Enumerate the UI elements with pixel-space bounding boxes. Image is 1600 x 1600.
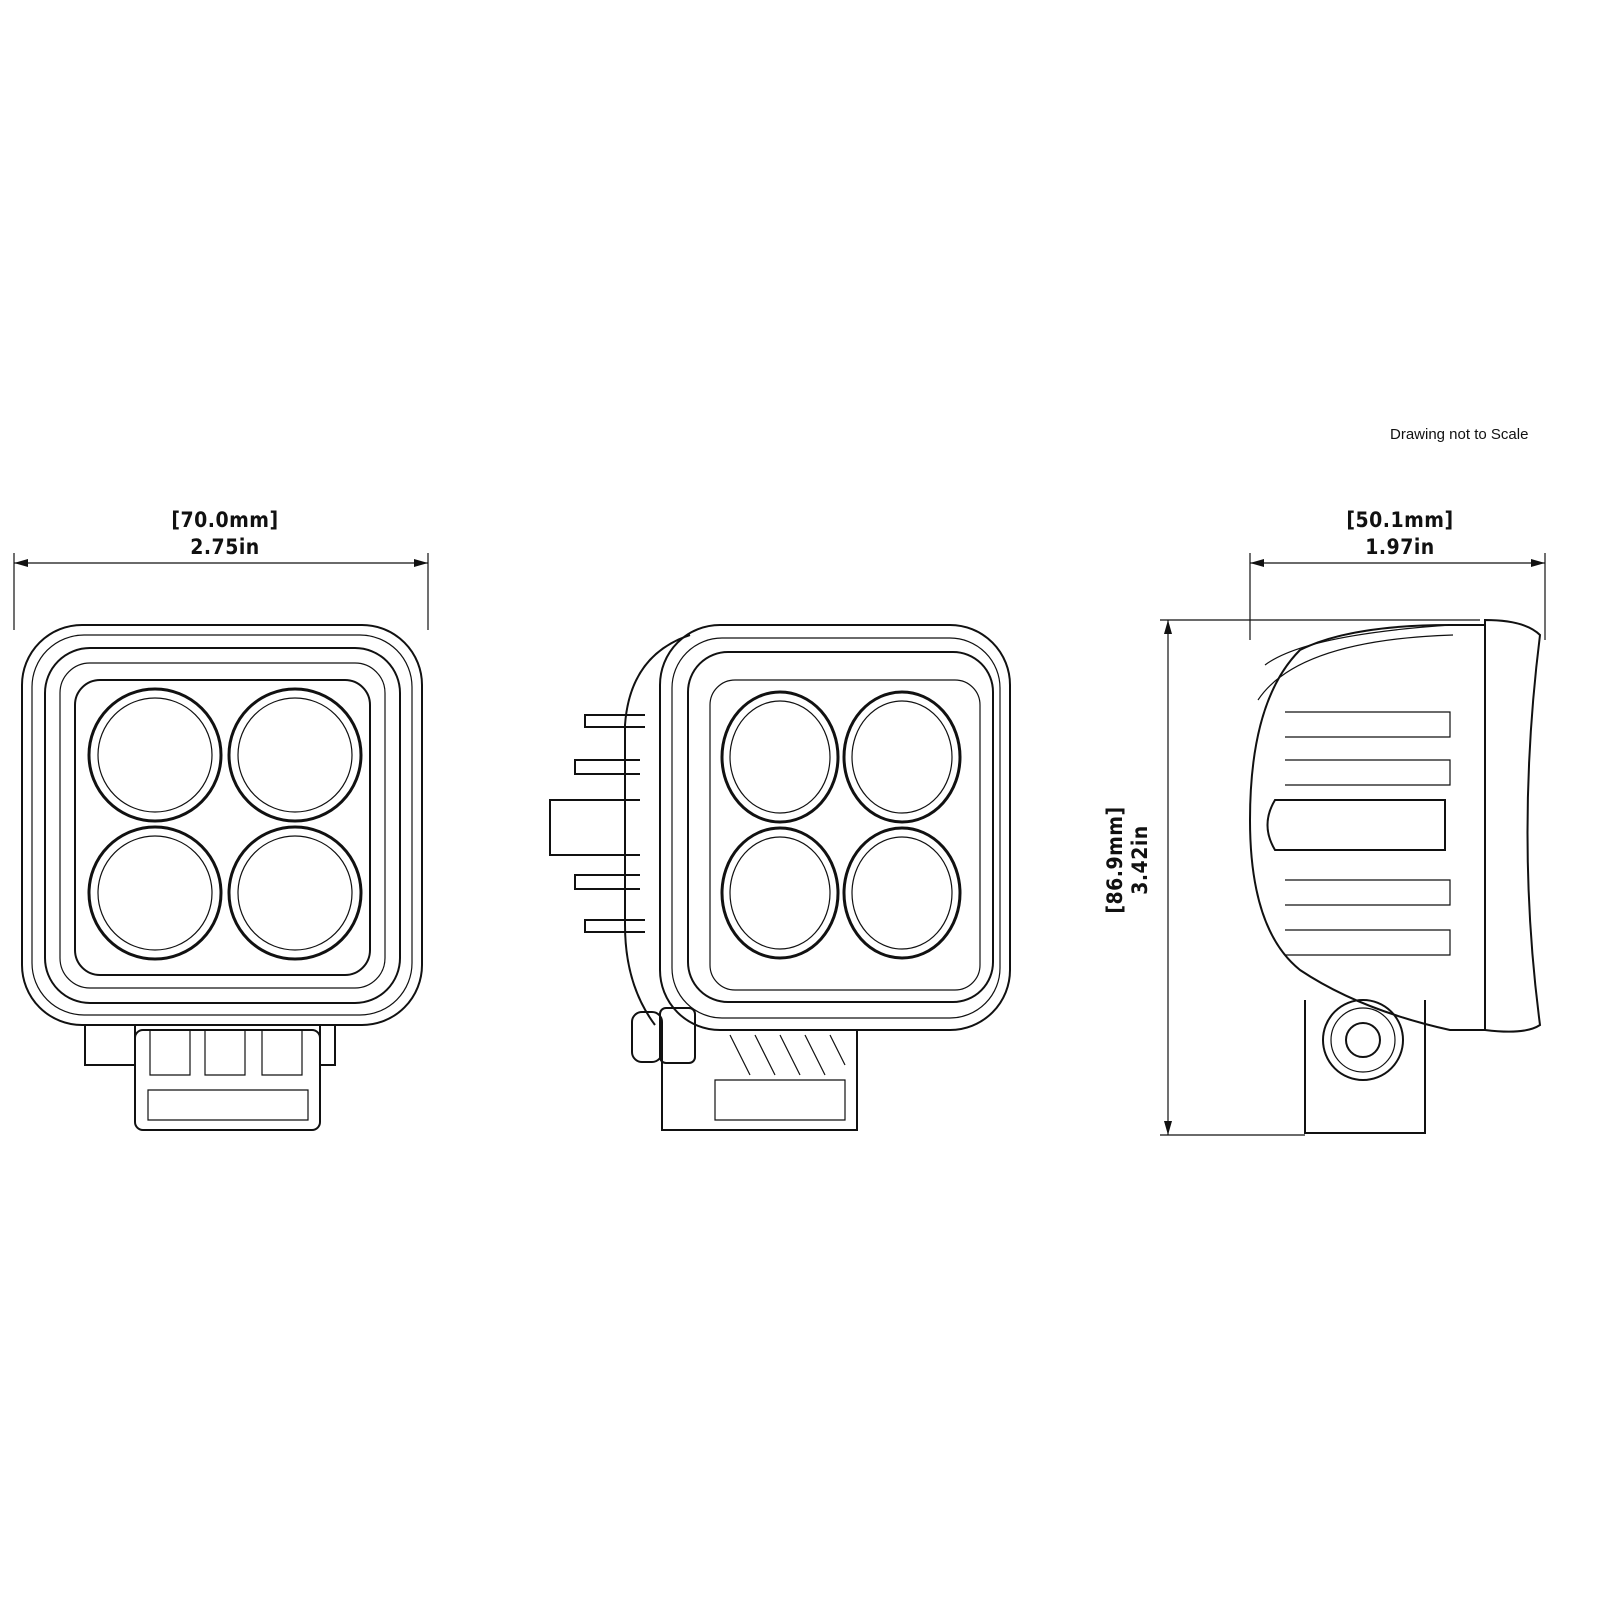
led-lens (87, 687, 363, 961)
heatsink-fins (549, 634, 691, 1026)
heatsink-fins (1266, 711, 1451, 956)
mount-bracket (631, 1007, 858, 1131)
width-dimension-line (13, 553, 429, 630)
front-view (21, 624, 423, 1131)
height-label: [86.9mm] 3.42in (1103, 806, 1153, 913)
led-lens (720, 690, 962, 960)
scale-note: Drawing not to Scale (1390, 426, 1529, 443)
height-in-label: 3.42in (1128, 825, 1152, 895)
width-in-label: 2.75in (190, 535, 260, 559)
depth-dimension-line (1249, 553, 1546, 640)
side-view (1248, 618, 1542, 1134)
depth-mm-label: [50.1mm] (1346, 508, 1454, 532)
mount-bracket (84, 1025, 336, 1131)
depth-in-label: 1.97in (1365, 535, 1435, 559)
width-mm-label: [70.0mm] (171, 508, 279, 532)
height-mm-label: [86.9mm] (1103, 806, 1127, 914)
angled-view (549, 624, 1011, 1131)
height-dimension-line (1160, 619, 1480, 1136)
mount-bracket (1304, 999, 1426, 1134)
